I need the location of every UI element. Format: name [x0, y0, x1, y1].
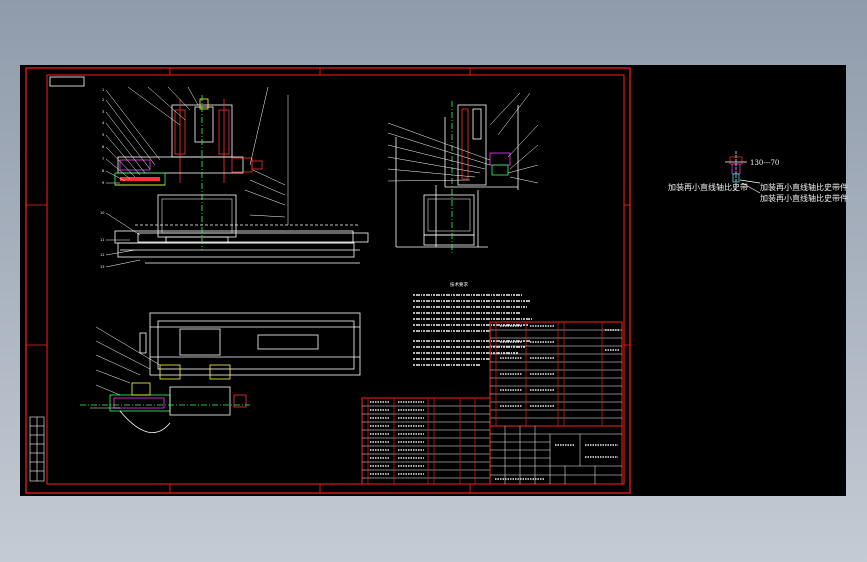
- svg-text:7: 7: [102, 157, 104, 161]
- table-text-marks: [370, 325, 620, 480]
- side-dimension: 130---70: [750, 159, 780, 167]
- side-note-right-1: 加装再小直线轴比史带件: [760, 183, 848, 192]
- title-block: [489, 425, 623, 485]
- svg-text:12: 12: [100, 253, 104, 257]
- side-note-left: 加装再小直线轴比史带: [668, 183, 748, 192]
- parts-list-upper: [489, 321, 623, 427]
- svg-text:11: 11: [100, 238, 104, 242]
- border-ticks: [26, 68, 630, 493]
- parts-list-lower: [361, 397, 491, 485]
- outer-border: [25, 67, 631, 494]
- plan-view-leaders: [90, 326, 161, 409]
- svg-text:5: 5: [102, 133, 104, 137]
- svg-text:3: 3: [102, 110, 104, 114]
- svg-text:13: 13: [100, 265, 104, 269]
- inner-border: [46, 74, 625, 485]
- svg-text:6: 6: [102, 145, 104, 149]
- svg-text:8: 8: [102, 169, 104, 173]
- svg-text:9: 9: [102, 181, 104, 185]
- svg-text:10: 10: [100, 211, 104, 215]
- svg-text:1: 1: [102, 88, 104, 92]
- drawing-number-box: [49, 76, 85, 87]
- side-annotation-drawing: [725, 151, 761, 194]
- front-view: [114, 95, 369, 264]
- tech-req-title: 技术要求: [450, 281, 468, 288]
- side-view-leaders: [387, 92, 539, 184]
- front-view-leaders: [105, 86, 286, 268]
- technical-requirements: 技术要求: [413, 281, 532, 366]
- svg-text:4: 4: [102, 121, 105, 125]
- plan-view: [80, 312, 361, 433]
- side-note-right-2: 加装再小直线轴比史带件: [760, 194, 848, 203]
- svg-text:2: 2: [102, 98, 104, 102]
- left-margin-table: [29, 416, 45, 482]
- side-view: [395, 101, 519, 255]
